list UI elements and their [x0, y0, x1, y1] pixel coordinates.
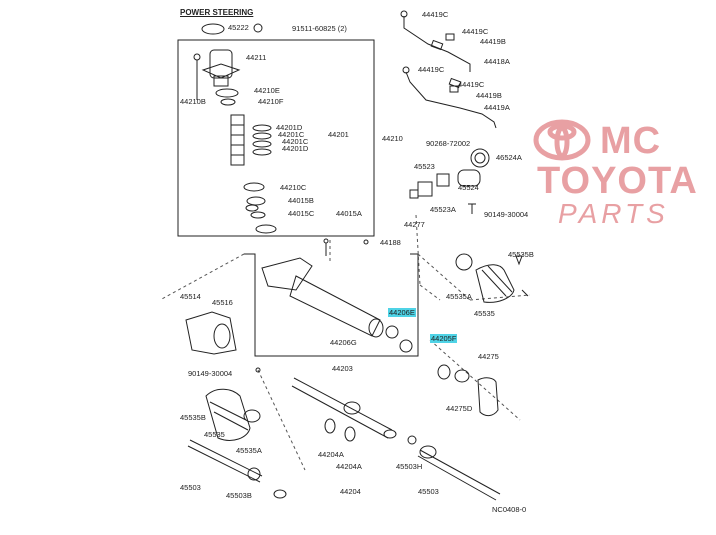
section-title: POWER STEERING — [180, 8, 254, 17]
label-44419B-1: 44419B — [480, 37, 506, 46]
label-44015A: 44015A — [336, 209, 362, 218]
label-44210E: 44210E — [254, 86, 280, 95]
brand-toyota-logo: TOYOTA — [537, 160, 698, 202]
label-44204A-b: 44204A — [336, 462, 362, 471]
label-45503H: 45503H — [396, 462, 423, 471]
label-44015C: 44015C — [288, 209, 315, 218]
label-45222: 45222 — [228, 23, 249, 32]
toyota-emblem-icon — [533, 119, 591, 161]
label-44201C-b: 44201C — [282, 137, 309, 146]
label-90149-a: 90149-30004 — [484, 210, 529, 219]
label-44211: 44211 — [246, 53, 267, 62]
boot-right — [475, 264, 515, 303]
label-45535B-left: 45535B — [180, 413, 206, 422]
label-44201: 44201 — [328, 130, 349, 139]
label-45523: 45523 — [414, 162, 435, 171]
rack-housing-frame — [244, 253, 419, 357]
label-44419B-2: 44419B — [476, 91, 502, 100]
label-44204A-a: 44204A — [318, 450, 344, 459]
boot-left — [205, 388, 251, 441]
label-44210F: 44210F — [258, 97, 284, 106]
brand-parts-logo: PARTS — [558, 198, 669, 229]
label-45503: 45503 — [180, 483, 201, 492]
label-44015B: 44015B — [288, 196, 314, 205]
brand-mc-logo: MC — [600, 120, 662, 162]
label-44210: 44210 — [382, 134, 403, 143]
label-44275: 44275 — [478, 352, 499, 361]
part-91511-bolt — [253, 23, 263, 33]
label-44188: 44188 — [380, 238, 401, 247]
label-45503-b: 45503 — [418, 487, 439, 496]
label-44419C-3: 44419C — [418, 65, 445, 74]
label-45535-right: 45535 — [474, 309, 495, 318]
label-91511: 91511-60825 (2) — [292, 24, 347, 33]
label-44205F: 44205F — [430, 334, 458, 343]
label-44275D: 44275D — [446, 404, 473, 413]
label-45514: 45514 — [180, 292, 201, 301]
label-44206G: 44206G — [330, 338, 357, 347]
label-44210C: 44210C — [280, 183, 307, 192]
label-44210B: 44210B — [180, 97, 206, 106]
diagram-code: NC0408-0 — [492, 505, 527, 514]
label-44419C-1: 44419C — [422, 10, 449, 19]
label-45535-left: 45535 — [204, 430, 225, 439]
label-44201C-a: 44201C — [278, 130, 305, 139]
label-44419A: 44419A — [484, 103, 510, 112]
label-44277: 44277 — [404, 220, 425, 229]
label-45503B: 45503B — [226, 491, 252, 500]
label-44201D-a: 44201D — [276, 123, 303, 132]
label-44419C-4: 44419C — [458, 80, 485, 89]
label-44206E: 44206E — [388, 308, 416, 317]
label-44419C-2: 44419C — [462, 27, 489, 36]
valve-group-frame — [177, 39, 375, 237]
label-44418A: 44418A — [484, 57, 510, 66]
label-45535B-right: 45535B — [508, 250, 534, 259]
label-44201D-b: 44201D — [282, 144, 309, 153]
label-44203: 44203 — [332, 364, 353, 373]
label-45535A-right: 45535A — [446, 292, 472, 301]
part-45222 — [201, 23, 225, 35]
label-90268: 90268-72002 — [426, 139, 471, 148]
label-45535A-left: 45535A — [236, 446, 262, 455]
label-46524A: 46524A — [496, 153, 522, 162]
label-45524: 45524 — [458, 183, 479, 192]
label-45523A: 45523A — [430, 205, 456, 214]
label-44204: 44204 — [340, 487, 361, 496]
label-45516: 45516 — [212, 298, 233, 307]
label-90149-b: 90149-30004 — [188, 369, 233, 378]
